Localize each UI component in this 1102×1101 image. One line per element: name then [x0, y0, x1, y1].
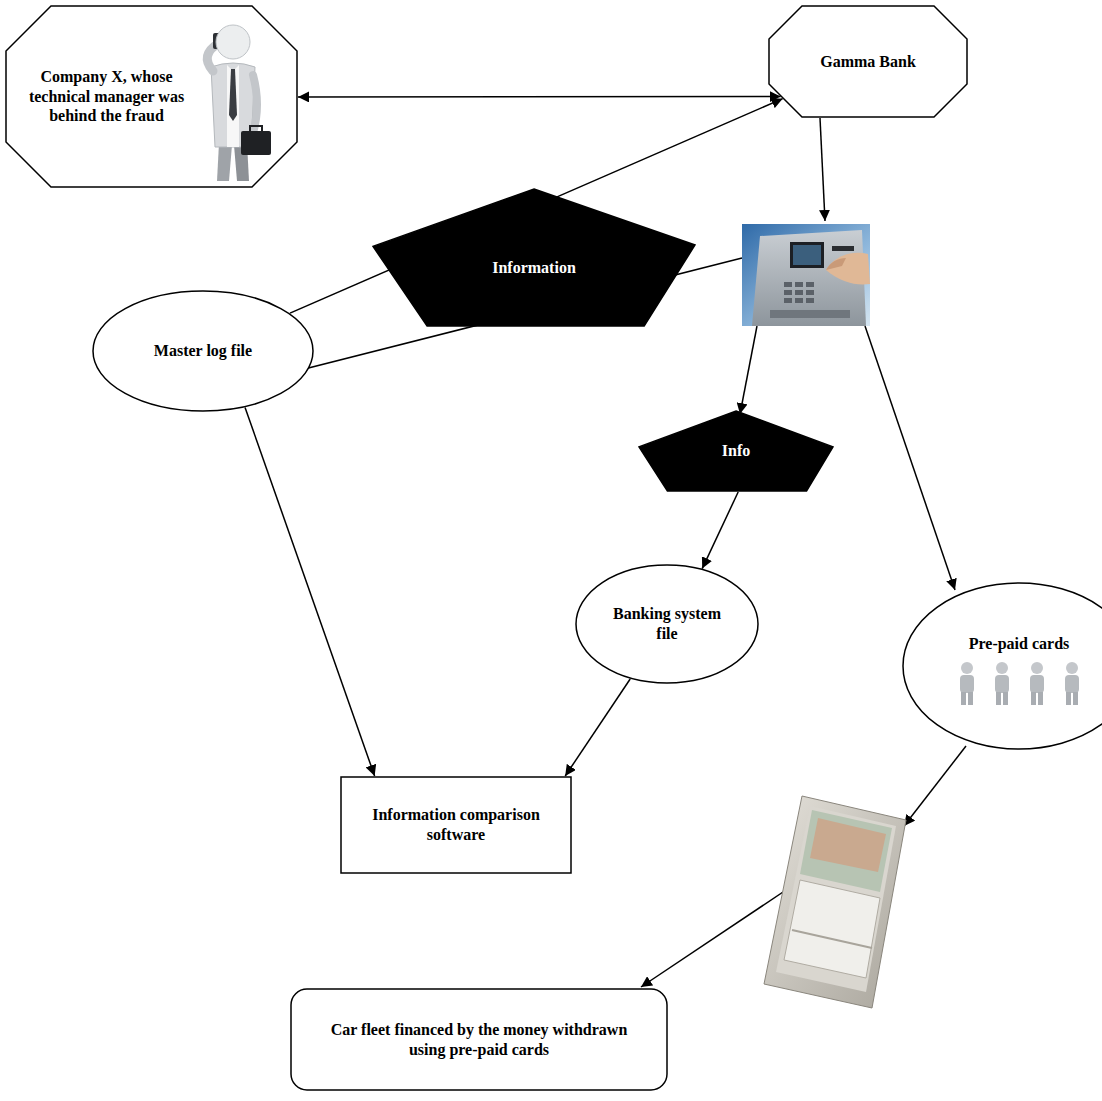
- businessman-figure: [207, 25, 271, 181]
- node-text-wrap: Company X, whose technical manager was b…: [19, 67, 194, 126]
- ellipse-node: Pre-paid cards: [902, 582, 1102, 750]
- connector: [298, 96, 781, 98]
- cash-picture: [764, 796, 906, 1008]
- pentagon-node: Information: [372, 188, 696, 327]
- node-label: Information comparison software: [361, 805, 551, 844]
- node-label: Banking system file: [612, 604, 722, 643]
- octagon-node: Company X, whose technical manager was b…: [5, 5, 298, 188]
- node-label: Gamma Bank: [783, 52, 953, 72]
- node-outline: [340, 776, 572, 874]
- connector: [245, 407, 375, 776]
- arrow-line: [904, 746, 966, 826]
- node-outline: [575, 564, 759, 684]
- ellipse-node: Banking system file: [575, 564, 759, 684]
- rounded-box: Car fleet financed by the money withdraw…: [290, 988, 668, 1091]
- node-label: Company X, whose technical manager was b…: [19, 67, 194, 126]
- node-text-wrap: Gamma Bank: [783, 52, 953, 72]
- node-outline: [372, 188, 696, 327]
- node-text-wrap: Info: [676, 441, 796, 461]
- node-text-wrap: Master log file: [128, 341, 278, 361]
- octagon-node: Gamma Bank: [768, 5, 968, 118]
- node-label: Master log file: [128, 341, 278, 361]
- node-outline: [902, 582, 1102, 750]
- process-box: Information comparison software: [340, 776, 572, 874]
- people-icons: [960, 662, 1079, 705]
- node-label: Information: [439, 258, 629, 278]
- node-text-wrap: Pre-paid cards: [944, 634, 1094, 654]
- node-text-wrap: Car fleet financed by the money withdraw…: [319, 1020, 639, 1059]
- arrow-line: [740, 326, 757, 414]
- node-label: Car fleet financed by the money withdraw…: [319, 1020, 639, 1059]
- node-text-wrap: Information comparison software: [361, 805, 551, 844]
- connector: [565, 679, 630, 776]
- node-label: Info: [676, 441, 796, 461]
- atm-picture: [742, 224, 870, 326]
- node-label: Pre-paid cards: [944, 634, 1094, 654]
- picture-arrows: [269, 118, 966, 987]
- node-outline: [290, 988, 668, 1091]
- arrow-line: [820, 118, 825, 221]
- pentagon-node: Info: [638, 410, 834, 492]
- ellipse-node: Master log file: [92, 290, 314, 412]
- node-text-wrap: Banking system file: [612, 604, 722, 643]
- arrow-line: [865, 326, 955, 590]
- node-text-wrap: Information: [439, 258, 629, 278]
- connector: [702, 492, 738, 569]
